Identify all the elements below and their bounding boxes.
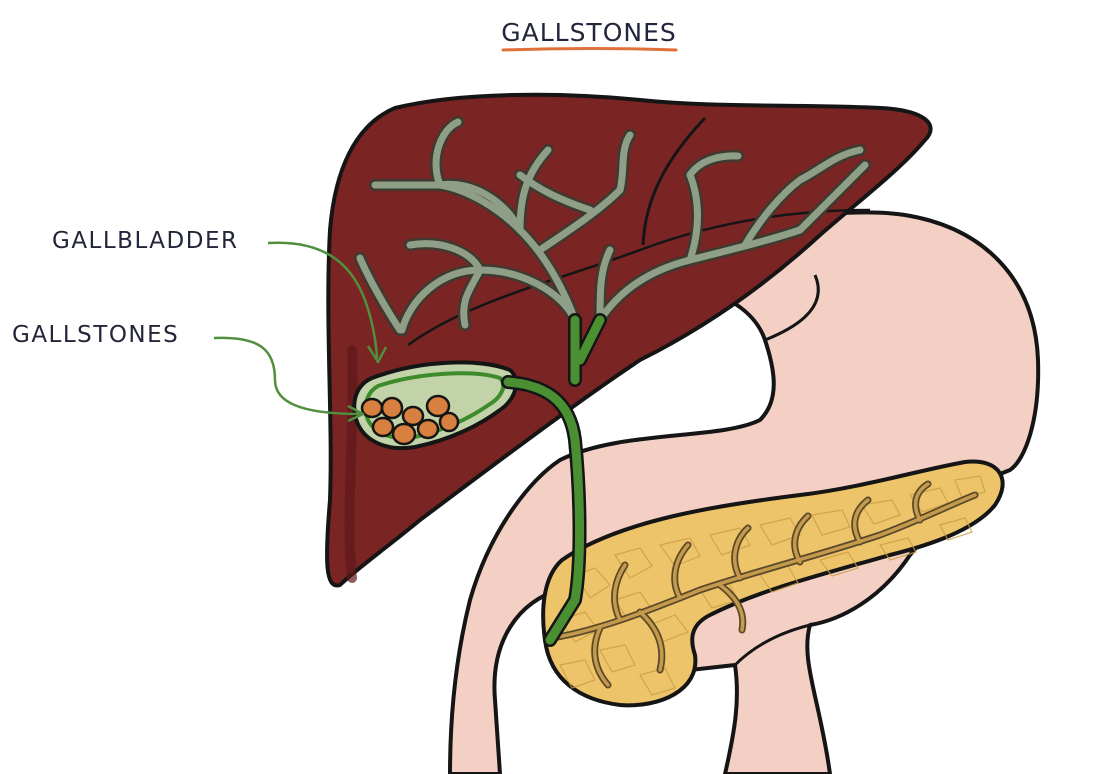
- pointer-gallstones-arrowhead: [347, 404, 365, 423]
- pointer-gallbladder-arrowhead: [366, 345, 388, 364]
- gallstone: [380, 396, 404, 420]
- gallstone: [360, 397, 384, 419]
- pointer-gallstones: [213, 336, 361, 416]
- pancreas: [541, 459, 1005, 708]
- gallstone: [371, 416, 395, 438]
- duodenum-inner-fold: [764, 274, 820, 342]
- gallstone: [425, 394, 451, 418]
- liver: [325, 92, 933, 588]
- label-gallstones-group: GALLSTONES: [12, 322, 365, 423]
- gallstone: [391, 422, 417, 446]
- bile-duct-fill-main: [503, 315, 605, 645]
- intrahepatic-bile-ducts: [354, 116, 871, 336]
- label-gallstones: GALLSTONES: [12, 322, 179, 348]
- gallstones-cluster: [360, 394, 460, 446]
- pointer-gallbladder: [267, 241, 379, 359]
- gallstone: [416, 418, 440, 440]
- duodenum-jejunum-fold: [733, 623, 811, 667]
- gallstone: [401, 405, 425, 427]
- liver-lobe-fissure: [641, 116, 707, 246]
- liver-fissure-line: [407, 208, 871, 347]
- title-group: GALLSTONES: [501, 18, 678, 52]
- common-bile-duct: [501, 313, 607, 647]
- diagram-title: GALLSTONES: [501, 18, 677, 47]
- gallstone: [438, 411, 460, 433]
- bile-duct-fill: [356, 118, 869, 334]
- liver-lower-shadow: [344, 345, 358, 583]
- label-gallbladder: GALLBLADDER: [52, 228, 238, 254]
- label-gallbladder-group: GALLBLADDER: [52, 228, 388, 364]
- title-underline: [501, 47, 678, 52]
- liver-lobes: [325, 92, 933, 588]
- pancreatic-duct: [548, 480, 979, 689]
